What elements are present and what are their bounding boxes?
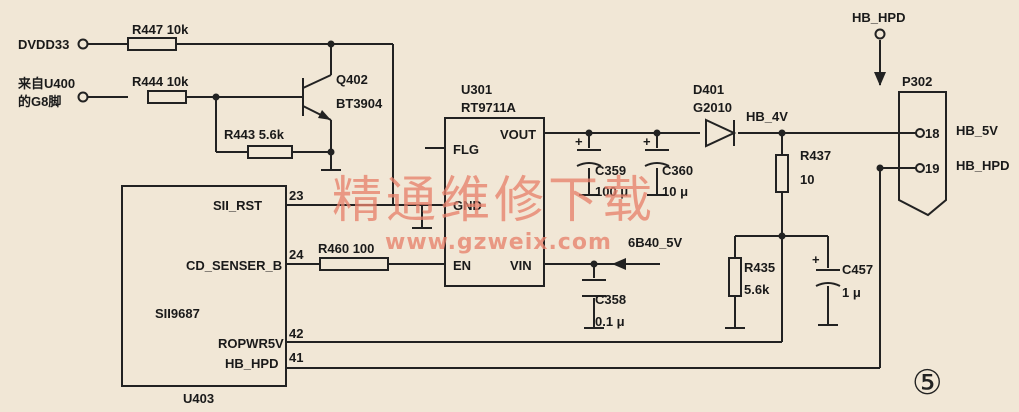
capacitor-c360 (644, 149, 670, 167)
label-q402: Q402 (336, 72, 368, 87)
label-r444: R444 10k (132, 74, 189, 89)
label-c359-name: C359 (595, 163, 626, 178)
label-c359-value: 100 μ (595, 184, 628, 199)
label-u301: U301 (461, 82, 492, 97)
label-g8-pin: 的G8脚 (18, 94, 61, 109)
chip-u403 (121, 185, 287, 387)
label-sii9687: SII9687 (155, 306, 200, 321)
pin-23: 23 (289, 188, 303, 203)
terminal-dvdd33 (77, 38, 89, 50)
resistor-r443 (247, 145, 293, 159)
label-c457-value: 1 μ (842, 285, 861, 300)
pin-41: 41 (289, 350, 303, 365)
figure-number: ⑤ (912, 363, 942, 403)
label-d401: D401 (693, 82, 724, 97)
pin-flg: FLG (453, 142, 479, 157)
label-p302: P302 (902, 74, 932, 89)
label-rt9711a: RT9711A (461, 100, 517, 115)
pin-42: 42 (289, 326, 303, 341)
pin-cd-senser: CD_SENSER_B (186, 258, 282, 273)
pin-vout: VOUT (500, 127, 536, 142)
watermark-url: www.gzweix.com (385, 230, 612, 255)
label-bt3904: BT3904 (336, 96, 383, 111)
pin-19: 19 (925, 161, 939, 176)
label-from-u400: 来自U400 (17, 76, 75, 91)
connector-p302 (898, 91, 947, 217)
label-r437-name: R437 (800, 148, 831, 163)
wires (88, 40, 916, 369)
label-c360-value: 10 μ (662, 184, 688, 199)
pin-sii-rst: SII_RST (213, 198, 262, 213)
pin-gnd: GND (453, 198, 482, 213)
pin-18: 18 (925, 126, 939, 141)
label-r437-value: 10 (800, 172, 814, 187)
arrow-left-icon (612, 258, 626, 270)
resistor-r435 (728, 257, 742, 297)
label-c457-name: C457 (842, 262, 873, 277)
label-r447: R447 10k (132, 22, 189, 37)
pin-ropwr5v: ROPWR5V (218, 336, 284, 351)
pin-en: EN (453, 258, 471, 273)
terminal-from-u400 (77, 91, 89, 103)
label-c360-name: C360 (662, 163, 693, 178)
label-c358-name: C358 (595, 292, 626, 307)
svg-text:+: + (643, 134, 651, 149)
pin-24: 24 (289, 247, 304, 262)
pin-vin: VIN (510, 258, 532, 273)
label-r443: R443 5.6k (224, 127, 285, 142)
net-hb-4v: HB_4V (746, 109, 788, 124)
label-c358-value: 0.1 μ (595, 314, 625, 329)
resistor-r447 (127, 37, 177, 51)
label-u403: U403 (183, 391, 214, 406)
capacitor-c457 (815, 269, 841, 287)
chip-u301 (444, 117, 545, 287)
pin-hb-hpd: HB_HPD (225, 356, 278, 371)
label-g2010: G2010 (693, 100, 732, 115)
diode-d401 (705, 118, 737, 148)
svg-text:+: + (812, 252, 820, 267)
resistor-r444 (147, 90, 187, 104)
junction-dots (212, 40, 884, 268)
transistor-q402 (302, 74, 332, 121)
capacitor-c359 (576, 149, 602, 167)
watermark-cn: 精通维修下载 (332, 171, 656, 229)
svg-text:+: + (575, 134, 583, 149)
label-hb-hpd-top: HB_HPD (852, 10, 905, 25)
net-6b40-5v: 6B40_5V (628, 235, 683, 250)
net-hb-5v: HB_5V (956, 123, 998, 138)
resistor-r460 (319, 257, 389, 271)
label-r460: R460 100 (318, 241, 374, 256)
terminal-hb-hpd (874, 28, 886, 40)
label-r435-name: R435 (744, 260, 775, 275)
capacitor-c358 (582, 279, 606, 297)
arrow-down-icon (874, 72, 886, 86)
label-dvdd33: DVDD33 (18, 37, 69, 52)
resistor-r437 (775, 154, 789, 193)
label-r435-value: 5.6k (744, 282, 770, 297)
net-hb-hpd: HB_HPD (956, 158, 1009, 173)
